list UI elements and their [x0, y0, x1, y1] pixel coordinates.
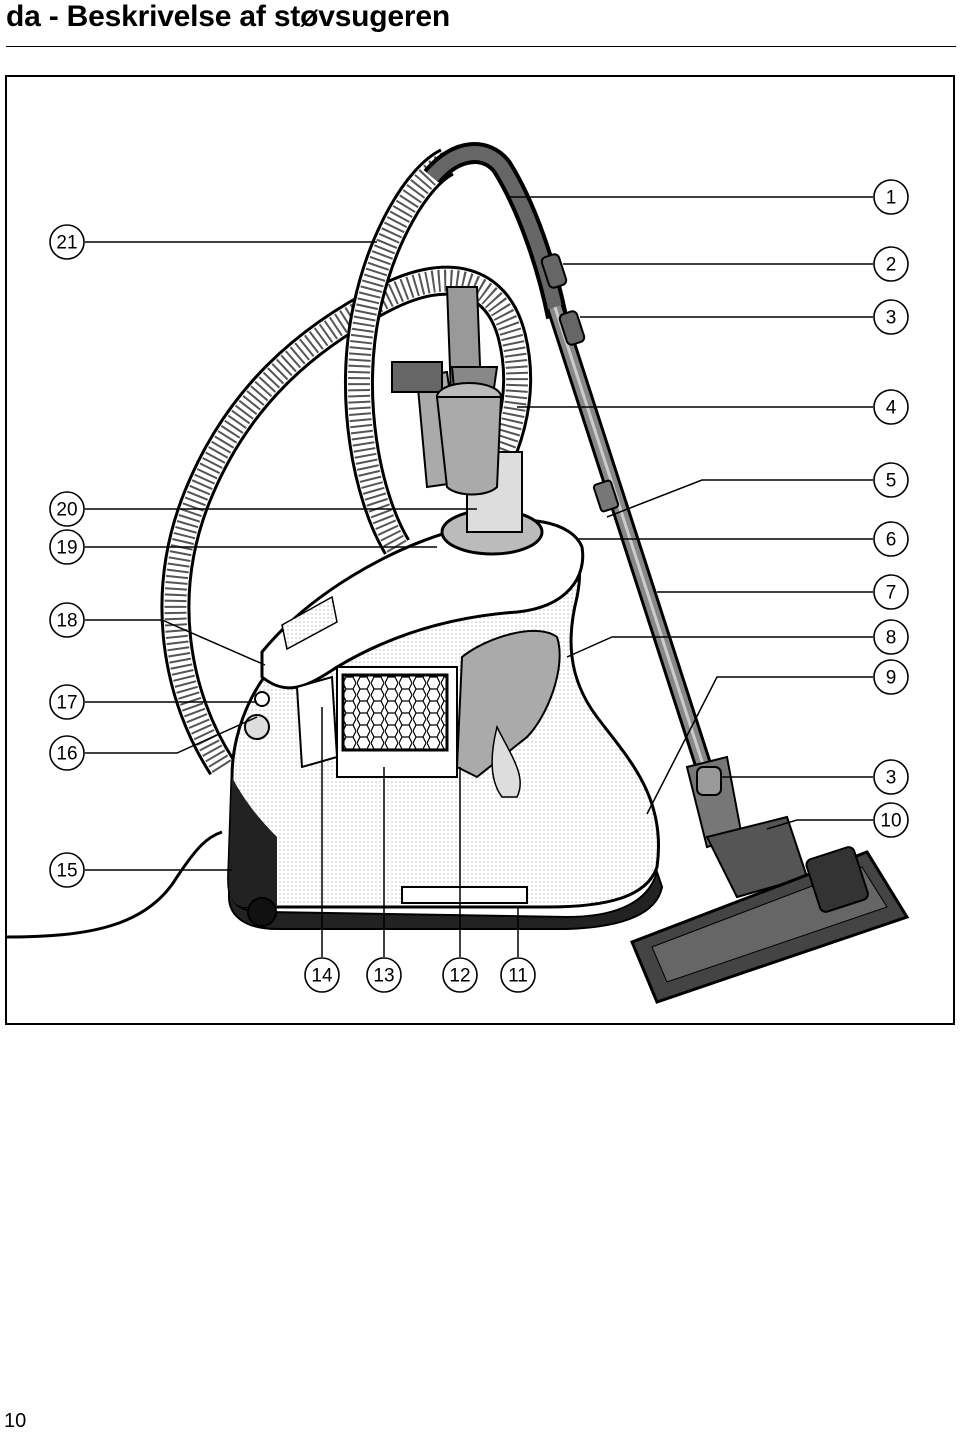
- callout-11: 11: [500, 957, 536, 993]
- vacuum-body: [227, 451, 664, 930]
- svg-text:1: 1: [886, 188, 897, 209]
- svg-text:9: 9: [886, 668, 897, 689]
- callout-4: 4: [873, 389, 909, 425]
- callout-18: 18: [49, 602, 85, 638]
- svg-text:7: 7: [886, 583, 897, 604]
- callout-10: 10: [873, 802, 909, 838]
- svg-text:19: 19: [56, 538, 77, 559]
- callout-9: 9: [873, 659, 909, 695]
- callout-3: 3: [873, 299, 909, 335]
- callout-17: 17: [49, 684, 85, 720]
- svg-text:14: 14: [311, 966, 333, 987]
- svg-text:3: 3: [886, 768, 897, 789]
- svg-text:11: 11: [508, 966, 528, 987]
- svg-text:5: 5: [886, 471, 897, 492]
- callout-14: 14: [304, 957, 340, 993]
- suction-hose: [160, 148, 533, 776]
- callout-6: 6: [873, 521, 909, 557]
- svg-text:13: 13: [373, 966, 394, 987]
- svg-text:15: 15: [56, 861, 77, 882]
- svg-text:4: 4: [886, 398, 897, 419]
- callout-1: 1: [873, 179, 909, 215]
- power-cord: [7, 830, 223, 939]
- callout-20: 20: [49, 491, 85, 527]
- callout-5: 5: [873, 462, 909, 498]
- vacuum-cleaner-diagram: 1 2 3 4 5 6 7 8 9 3 10 21 20 19 18 17 16…: [5, 75, 955, 1025]
- callout-19: 19: [49, 529, 85, 565]
- svg-text:20: 20: [56, 500, 77, 521]
- dustbag-holder: [455, 629, 561, 779]
- floor-tool: [630, 755, 910, 1004]
- exhaust-filter: [341, 673, 449, 752]
- svg-text:21: 21: [56, 233, 77, 254]
- svg-text:10: 10: [880, 811, 901, 832]
- callout-15: 15: [49, 852, 85, 888]
- svg-text:3: 3: [886, 308, 897, 329]
- svg-text:8: 8: [886, 628, 897, 649]
- callout-3-floor-tool: 3: [873, 759, 909, 795]
- callout-16: 16: [49, 735, 85, 771]
- tube-release-button: [558, 310, 586, 346]
- callout-2: 2: [873, 246, 909, 282]
- accessory-holder: [391, 286, 503, 496]
- svg-text:18: 18: [56, 611, 77, 632]
- vacuum-cleaner-illustration: 1 2 3 4 5 6 7 8 9 3 10 21 20 19 18 17 16…: [7, 142, 910, 1004]
- suction-regulator: [540, 253, 568, 289]
- callout-7: 7: [873, 574, 909, 610]
- page-number: 10: [4, 1410, 27, 1432]
- telescopic-tube: [546, 304, 716, 780]
- svg-text:16: 16: [56, 744, 77, 765]
- page-header: da - Beskrivelse af støvsugeren: [6, 0, 956, 47]
- callout-21: 21: [49, 224, 85, 260]
- accessory-slot: [401, 886, 528, 904]
- svg-text:12: 12: [449, 966, 470, 987]
- callout-13: 13: [366, 957, 402, 993]
- page-title: da - Beskrivelse af støvsugeren: [6, 0, 451, 33]
- callout-12: 12: [442, 957, 478, 993]
- svg-text:6: 6: [886, 530, 897, 551]
- svg-text:17: 17: [56, 693, 77, 714]
- svg-text:2: 2: [886, 255, 897, 276]
- leader-lines: [85, 196, 873, 957]
- callout-8: 8: [873, 619, 909, 655]
- tube-adjuster: [592, 479, 620, 513]
